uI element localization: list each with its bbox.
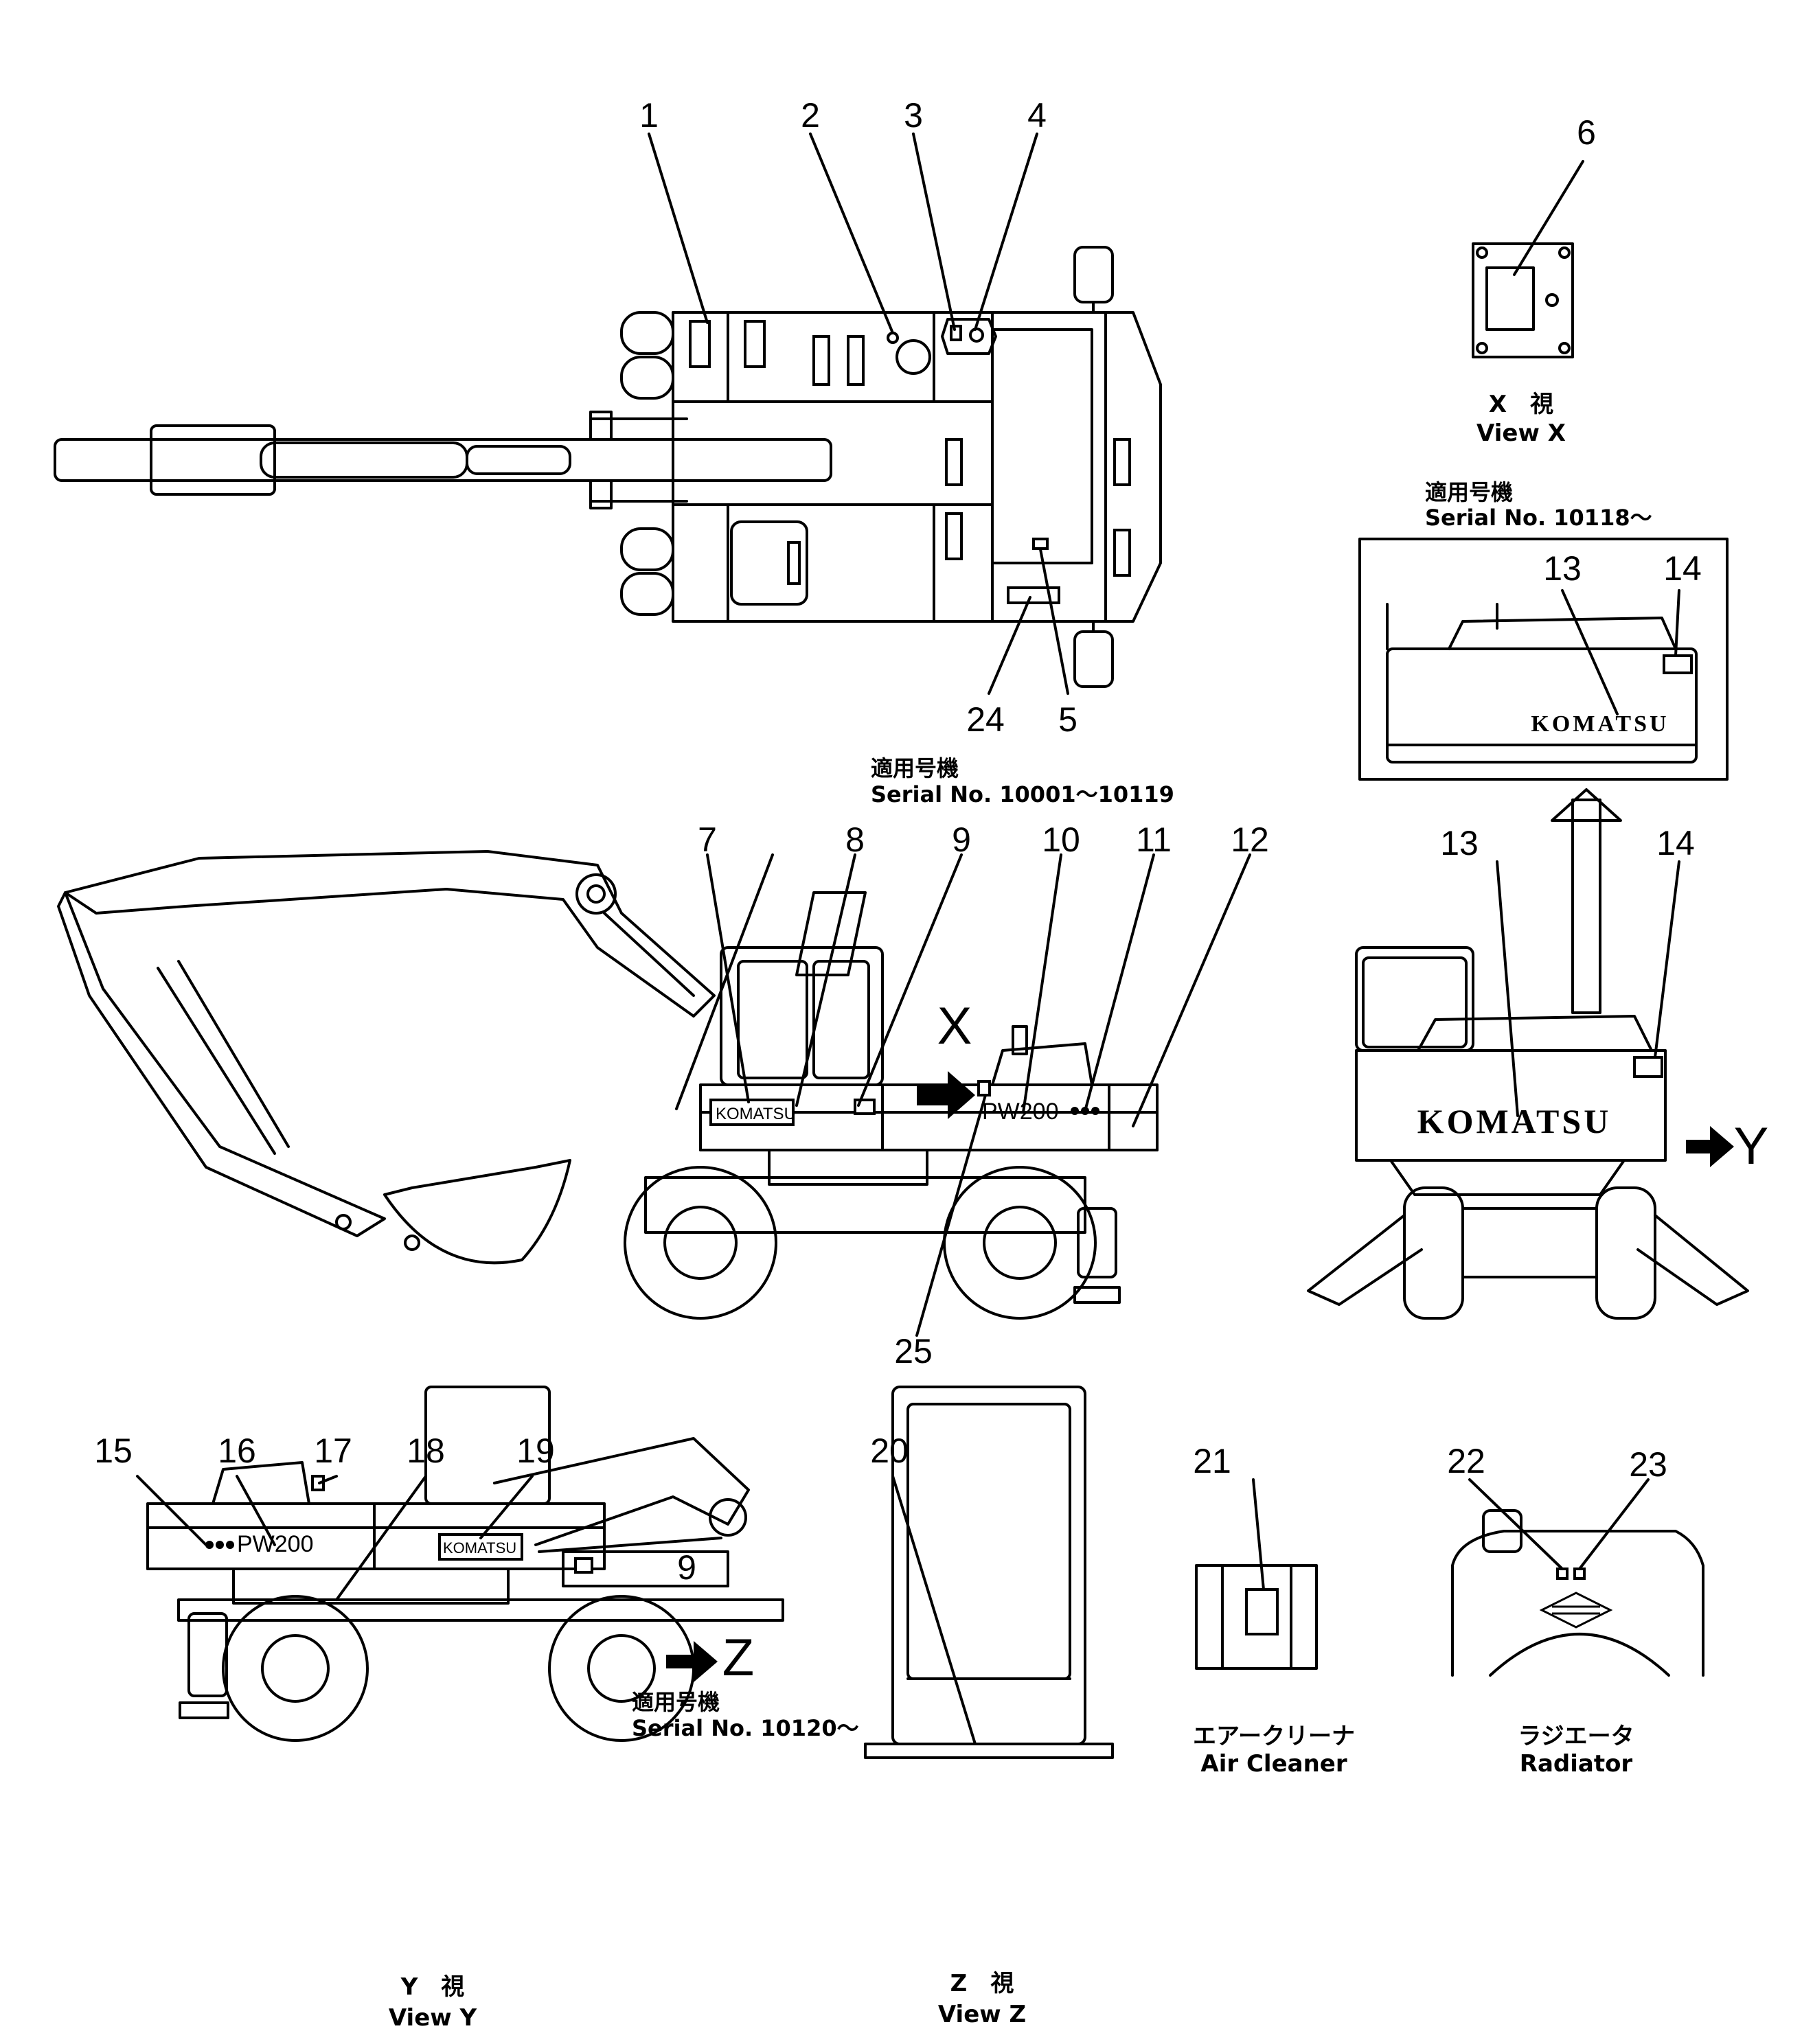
top-view-machine — [54, 246, 1162, 688]
callout-11: 11 — [1136, 820, 1172, 859]
callout-numbers: 1 2 3 4 5 6 7 8 9 10 11 12 13 14 13 14 1… — [94, 96, 1702, 1587]
serial-note-1-jp: 適用号機 — [1425, 479, 1513, 505]
view-z-caption-en: View Z — [938, 2001, 1026, 2028]
callout-18: 18 — [407, 1432, 445, 1470]
callout-14-inset: 14 — [1663, 549, 1702, 588]
air-cleaner-caption-en: Air Cleaner — [1200, 1750, 1347, 1778]
callout-22: 22 — [1447, 1442, 1485, 1480]
callout-15: 15 — [94, 1432, 133, 1470]
side-view-machine: KOMATSU PW200 — [57, 850, 1159, 1320]
callout-17: 17 — [314, 1432, 352, 1470]
callout-24: 24 — [966, 700, 1005, 739]
callout-5: 5 — [1058, 700, 1077, 739]
callout-10: 10 — [1042, 820, 1080, 859]
pw200-decal-side: PW200 — [982, 1099, 1059, 1125]
callout-9: 9 — [952, 820, 971, 859]
view-x-caption-jp: X 視 — [1489, 391, 1553, 418]
callout-2: 2 — [801, 96, 820, 135]
arrow-letter-y: Y — [1734, 1117, 1769, 1175]
view-x-plate — [1472, 242, 1574, 358]
callout-25: 25 — [894, 1332, 933, 1370]
callout-19: 19 — [516, 1432, 555, 1470]
callout-1: 1 — [639, 96, 659, 135]
callout-7: 7 — [698, 820, 717, 859]
callout-14-rear: 14 — [1656, 824, 1695, 862]
callout-23: 23 — [1629, 1445, 1667, 1484]
radiator-caption-jp: ラジエータ — [1518, 1723, 1634, 1750]
serial-note-2-jp: 適用号機 — [871, 755, 959, 781]
serial-note-3-en: Serial No. 10120～ — [632, 1715, 859, 1741]
rear-detail-inset: KOMATSU — [1358, 538, 1729, 1014]
rear-view-machine: KOMATSU — [1307, 946, 1749, 1320]
view-y-caption-en: View Y — [389, 2004, 477, 2032]
radiator-part — [1451, 1509, 1704, 1677]
callout-21: 21 — [1193, 1442, 1231, 1480]
view-z-door — [864, 1386, 1114, 1759]
komatsu-decal-inset: KOMATSU — [1531, 711, 1669, 737]
callout-13-inset: 13 — [1543, 549, 1582, 588]
callout-3: 3 — [904, 96, 923, 135]
callout-16: 16 — [218, 1432, 256, 1470]
komatsu-decal-rear: KOMATSU — [1417, 1102, 1612, 1140]
leader-lines — [136, 133, 1680, 1745]
arrow-letter-x: X — [937, 997, 972, 1055]
callout-4: 4 — [1027, 96, 1047, 135]
air-cleaner-part — [1195, 1564, 1318, 1670]
callout-13-rear: 13 — [1440, 824, 1479, 862]
komatsu-decal-view-y: KOMATSU — [443, 1539, 516, 1557]
view-x-caption-en: View X — [1476, 420, 1566, 447]
arrow-letter-z: Z — [722, 1629, 754, 1687]
komatsu-decal-side: KOMATSU — [716, 1105, 796, 1123]
view-z-caption-jp: Z 視 — [950, 1970, 1014, 1997]
callout-20: 20 — [870, 1432, 909, 1470]
serial-note-3-jp: 適用号機 — [632, 1689, 720, 1715]
callout-9-view-y: 9 — [677, 1548, 696, 1587]
callout-12: 12 — [1231, 820, 1269, 859]
air-cleaner-caption-jp: エアークリーナ — [1193, 1723, 1355, 1750]
view-y-caption-jp: Y 視 — [400, 1973, 465, 2001]
serial-note-1-en: Serial No. 10118～ — [1425, 505, 1652, 531]
radiator-caption-en: Radiator — [1520, 1750, 1633, 1778]
callout-6: 6 — [1577, 113, 1596, 152]
callout-8: 8 — [845, 820, 865, 859]
serial-note-2-en: Serial No. 10001～10119 — [871, 781, 1174, 807]
